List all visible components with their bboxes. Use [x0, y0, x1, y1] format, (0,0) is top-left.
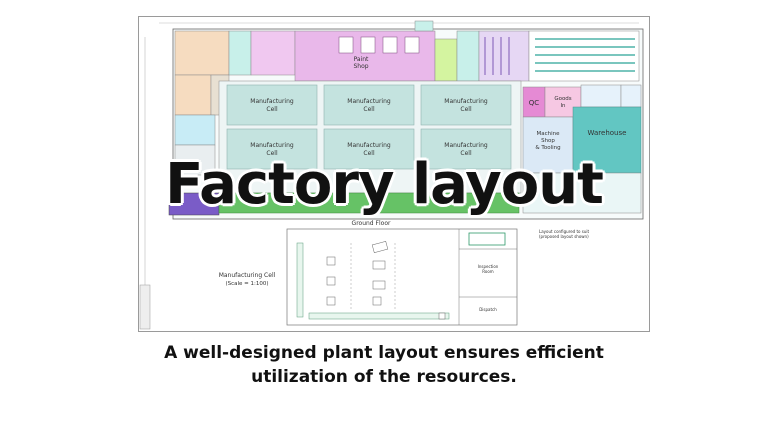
grid-ticks	[144, 22, 639, 317]
office-block-top	[174, 30, 230, 76]
inspection-label: Inspection	[478, 264, 499, 269]
lime-store-room	[434, 38, 458, 82]
goods-in-label: In	[560, 103, 566, 109]
services-room	[456, 30, 480, 82]
manufacturing-cell	[420, 84, 512, 126]
title-block	[139, 284, 151, 330]
stair-tower	[414, 20, 434, 32]
loading-office	[580, 84, 622, 108]
cell-label: Manufacturing	[444, 142, 488, 149]
yard-area	[522, 172, 642, 214]
conveyor-unit	[468, 232, 506, 246]
floor-plan-drawing: Manufacturing Cell Manufacturing Cell Ma…	[139, 20, 644, 330]
inspection-label: Room	[482, 269, 493, 274]
warehouse-label: Warehouse	[588, 129, 627, 137]
slide-title: Factory layout	[165, 152, 604, 217]
manufacturing-cell	[323, 128, 415, 170]
paint-shop-label: Paint	[354, 56, 369, 63]
layout-note: (proposed layout shown)	[539, 234, 589, 239]
cell-label: Cell	[363, 150, 375, 157]
machine-shop-label: & Tooling	[535, 145, 560, 151]
machine-shop-label: Shop	[541, 138, 555, 144]
manufacturing-cell	[420, 128, 512, 170]
cell-label: Cell	[460, 106, 472, 113]
cell-label: Cell	[460, 150, 472, 157]
ground-floor-label: Ground Floor	[352, 220, 391, 227]
caption-line: utilization of the resources.	[251, 367, 517, 387]
meeting-room	[174, 144, 216, 176]
machine-shop-label: Machine	[536, 131, 560, 137]
landscape-strip	[218, 192, 520, 214]
qc-label: QC	[529, 99, 540, 107]
goods-in-label: Goods	[554, 96, 571, 102]
manufacturing-cell	[323, 84, 415, 126]
cell-label: Manufacturing	[444, 98, 488, 105]
workbench-rail	[308, 312, 450, 320]
staff-room	[174, 114, 216, 146]
spray-booth	[338, 36, 354, 54]
caption-line: A well-designed plant layout ensures eff…	[164, 343, 604, 363]
slide-caption: A well-designed plant layout ensures eff…	[0, 341, 768, 389]
cell-label: Manufacturing	[250, 142, 294, 149]
dispatch-label: Dispatch	[479, 307, 497, 312]
manufacturing-cell	[226, 128, 318, 170]
cell-label: Cell	[266, 150, 278, 157]
loading-bay	[620, 84, 642, 108]
cell-label: Cell	[266, 106, 278, 113]
tool-store	[228, 30, 252, 76]
manufacturing-cell	[226, 84, 318, 126]
factory-floor-plan: Manufacturing Cell Manufacturing Cell Ma…	[138, 16, 650, 332]
layout-note: Layout configured to suit	[539, 229, 589, 234]
cell-label: Manufacturing	[250, 98, 294, 105]
cell-detail-scale: (Scale = 1:100)	[225, 281, 268, 287]
paint-shop-label: Shop	[353, 63, 368, 70]
assembly-area	[250, 30, 296, 76]
machine-shop-room	[522, 116, 574, 174]
spray-booth	[360, 36, 376, 54]
racking-area	[478, 30, 530, 82]
cell-label: Manufacturing	[347, 98, 391, 105]
cell-label: Manufacturing	[347, 142, 391, 149]
cell-detail-title: Manufacturing Cell	[219, 272, 276, 279]
workbench-rail	[296, 242, 304, 318]
spray-booth	[404, 36, 420, 54]
office-block-middle	[174, 74, 212, 116]
manufacturing-cells	[226, 84, 512, 170]
spray-booth	[382, 36, 398, 54]
machines	[326, 241, 446, 320]
cell-label: Cell	[363, 106, 375, 113]
